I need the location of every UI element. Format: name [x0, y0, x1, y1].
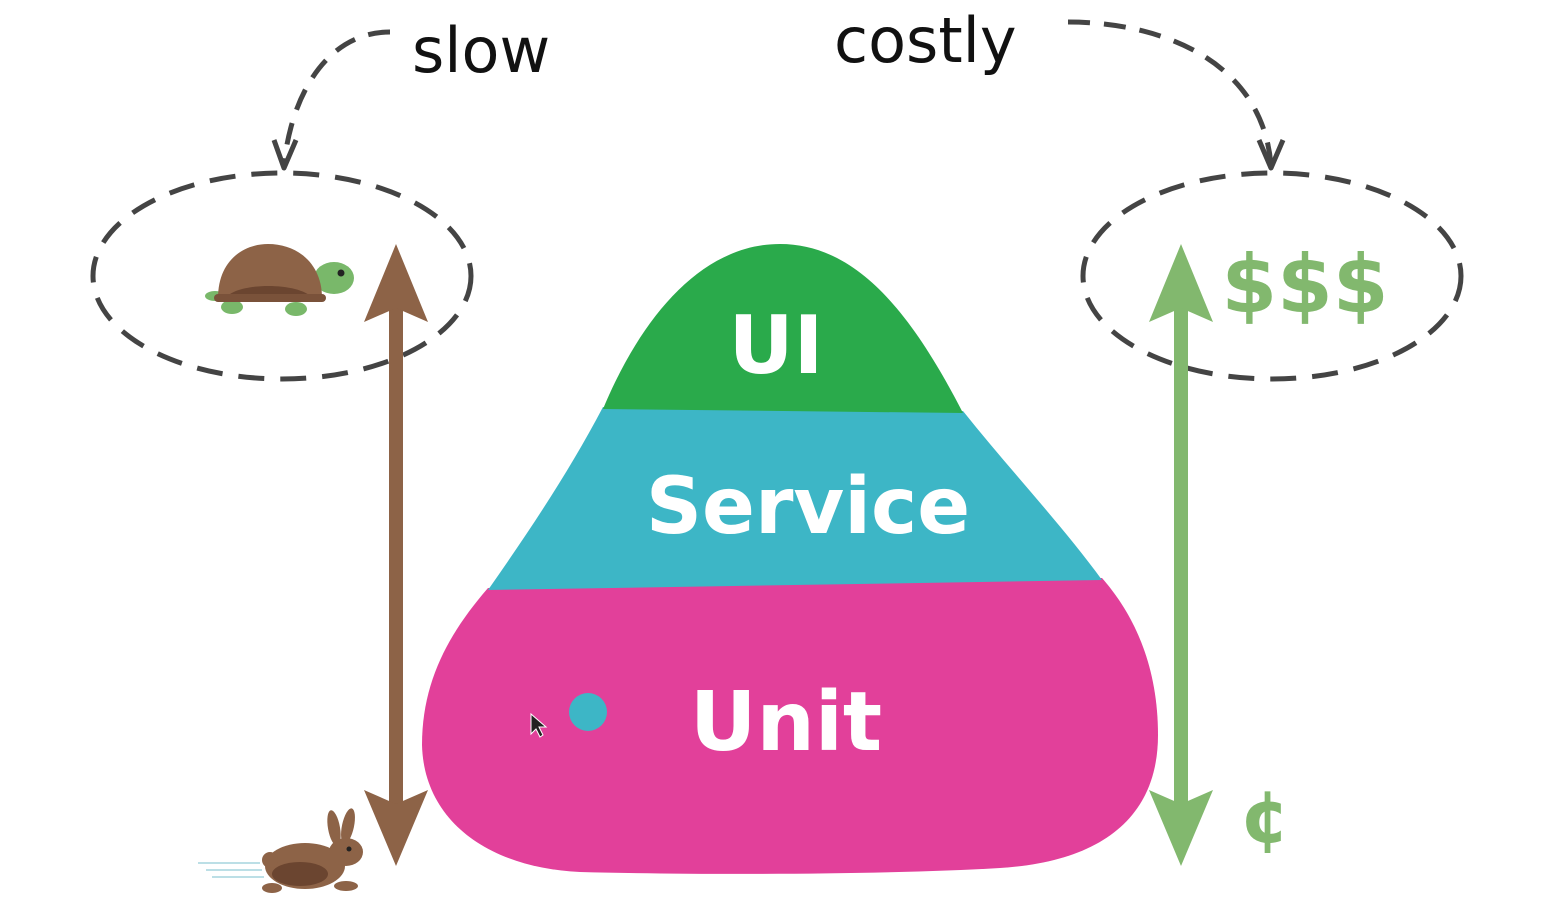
- costly-arrow: [1067, 19, 1274, 166]
- speed-axis-arrow: [364, 244, 428, 866]
- costly-arrow-head: [1256, 139, 1286, 171]
- costly-ellipse: [1080, 170, 1464, 382]
- unit-layer: [422, 578, 1158, 874]
- turtle-icon: [205, 244, 354, 316]
- slow-annotation: slow: [412, 14, 550, 87]
- low-cost-label: ¢: [1240, 775, 1290, 859]
- ui-layer-label: UI: [729, 299, 824, 392]
- service-layer: [488, 407, 1102, 590]
- slow-arrow: [281, 29, 391, 166]
- service-layer-label: Service: [646, 462, 970, 552]
- mouse-cursor-icon: [530, 712, 548, 738]
- ui-layer: [603, 244, 963, 413]
- slow-ellipse: [90, 170, 474, 382]
- costly-annotation: costly: [834, 4, 1017, 77]
- rabbit-icon: [198, 808, 363, 893]
- test-pyramid: UI Service Unit: [422, 244, 1158, 874]
- cost-axis-arrow: [1149, 244, 1213, 866]
- high-cost-label: $$$: [1222, 238, 1389, 331]
- marker-dot: [569, 693, 607, 731]
- unit-layer-label: Unit: [690, 675, 882, 770]
- slow-arrow-head: [271, 139, 299, 171]
